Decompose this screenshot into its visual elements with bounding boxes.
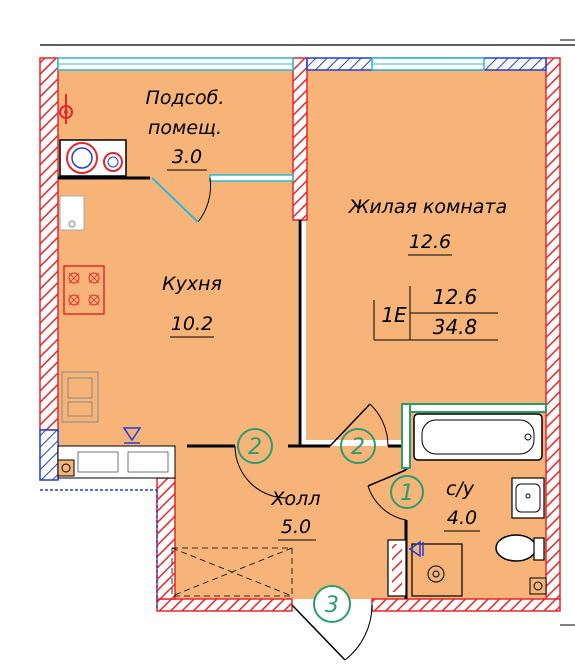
utility-door — [151, 177, 199, 223]
door-marker: 2 — [340, 428, 376, 464]
east-wall — [545, 57, 561, 601]
bath-name: с/у — [446, 478, 475, 500]
washbasin-icon — [511, 477, 545, 519]
door-marker-label: 2 — [248, 435, 262, 460]
south-wall-right — [371, 598, 561, 612]
door-swing — [234, 445, 289, 499]
door-marker: 1 — [390, 475, 424, 509]
utility-room-area: 3.0 — [172, 146, 202, 168]
ventilation-marker-icon — [408, 540, 421, 558]
west-wall — [39, 57, 59, 431]
living-room-name: Жилая комната — [348, 196, 507, 218]
kitchen-sink-icon — [61, 371, 99, 423]
living-door — [329, 403, 371, 447]
utility-room-name-line2: помещ. — [148, 117, 222, 139]
apartment-living-area: 12.6 — [433, 285, 478, 309]
kitchen-area: 10.2 — [171, 313, 213, 335]
entrance-door — [291, 604, 346, 661]
door-marker-label: 3 — [325, 593, 339, 618]
door-swing — [344, 604, 373, 661]
gas-meter-icon — [59, 94, 73, 124]
middle-wall — [292, 57, 308, 221]
bath-area: 4.0 — [447, 507, 477, 529]
shaft-marker — [61, 463, 71, 473]
hall-floor — [175, 446, 415, 599]
utility-partition-glass — [209, 174, 294, 182]
door-marker: 3 — [313, 585, 351, 623]
living-room-area: 12.6 — [409, 231, 451, 253]
apartment-tag: 1E 12.6 34.8 — [373, 285, 498, 341]
door-marker: 2 — [237, 428, 273, 464]
radiator-symbol — [127, 451, 169, 473]
hall-name: Холл — [271, 488, 321, 510]
storage-area — [171, 547, 293, 597]
door-swing — [367, 485, 407, 521]
bath-waterproof-wall — [401, 403, 411, 469]
bath-waterproof-wall — [403, 403, 547, 413]
apartment-total-area: 34.8 — [433, 315, 478, 339]
hall-area: 5.0 — [281, 516, 311, 538]
apartment-type: 1E — [381, 303, 407, 327]
bathtub-icon — [413, 413, 543, 461]
kitchen-name: Кухня — [162, 273, 222, 295]
door-swing — [369, 403, 389, 447]
stove-icon — [63, 265, 105, 315]
boiler-icon — [66, 142, 98, 174]
utility-room-name: Подсоб. — [146, 87, 225, 109]
bath-door — [367, 469, 407, 487]
ventilation-marker-icon — [122, 427, 142, 442]
shaft-marker — [57, 459, 75, 477]
shaft-marker — [529, 577, 547, 595]
toilet-icon — [495, 534, 545, 562]
loggia-wall — [39, 429, 59, 481]
door-swing — [197, 177, 212, 223]
radiator-symbol — [77, 451, 119, 473]
water-heater-icon — [103, 152, 123, 172]
door-marker-label: 2 — [351, 435, 365, 460]
south-wall-left — [156, 598, 293, 612]
door-marker-label: 1 — [400, 481, 414, 506]
sink-cabinet — [59, 195, 85, 231]
